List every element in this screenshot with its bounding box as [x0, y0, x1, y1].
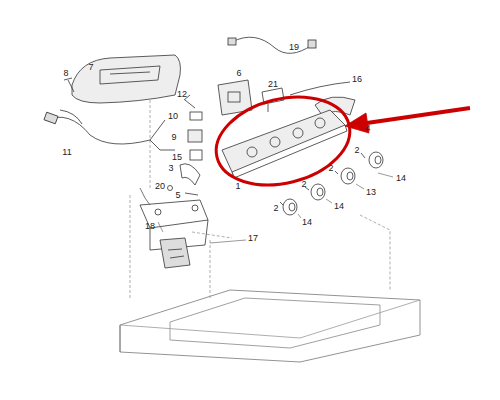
callout-number: 2	[327, 164, 334, 173]
callout-number: 12	[176, 90, 188, 99]
callout-number: 20	[154, 182, 166, 191]
callout-number: 19	[288, 43, 300, 52]
screw	[64, 78, 74, 92]
callout-number: 17	[247, 234, 259, 243]
switch-bracket	[140, 188, 208, 268]
callout-number: 3	[167, 164, 174, 173]
callout-number: 6	[235, 69, 242, 78]
callout-number: 2	[300, 180, 307, 189]
callout-number: 5	[174, 191, 181, 200]
callout-number: 15	[171, 153, 183, 162]
highlight-arrow	[345, 108, 470, 133]
callout-number: 13	[365, 188, 377, 197]
callout-number: 8	[62, 69, 69, 78]
callout-number: 2	[272, 204, 279, 213]
callout-number: 11	[61, 148, 72, 157]
leader-lines	[158, 172, 393, 243]
highlight-ellipse	[207, 84, 359, 198]
callout-number: 2	[353, 146, 360, 155]
control-panel	[222, 110, 347, 178]
washer-top	[120, 290, 420, 362]
callout-number: 1	[234, 182, 241, 191]
callout-number: 14	[301, 218, 313, 227]
wire-harness	[44, 110, 175, 150]
callout-number: 9	[170, 133, 177, 142]
wire-harness-19	[228, 37, 316, 53]
hardware	[168, 95, 203, 195]
callout-number: 14	[395, 174, 407, 183]
callout-number: 21	[267, 80, 279, 89]
callout-number: 4	[364, 124, 371, 133]
callout-number: 18	[144, 222, 156, 231]
callout-number: 16	[351, 75, 363, 84]
callout-number: 7	[87, 63, 94, 72]
callout-number: 10	[167, 112, 179, 121]
wire	[290, 82, 350, 95]
console-top	[72, 55, 180, 103]
callout-number: 14	[333, 202, 345, 211]
